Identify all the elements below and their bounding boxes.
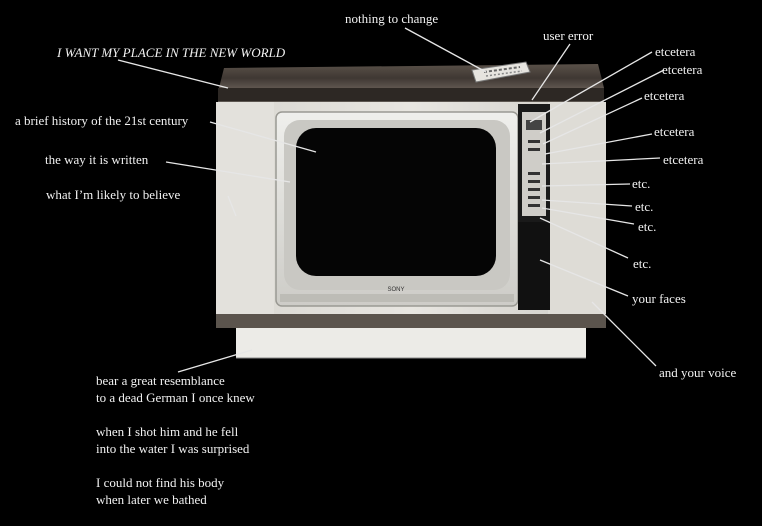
poem-line-3: when I shot him and he fell: [96, 424, 239, 439]
label-etc-3: etc.: [638, 219, 657, 234]
label-nothing-to-change: nothing to change: [345, 11, 439, 26]
label-etcetera-1: etcetera: [655, 44, 696, 59]
label-likely-to-believe: what I’m likely to believe: [46, 187, 181, 202]
poem-line-2: to a dead German I once knew: [96, 390, 255, 405]
poem-line-1: bear a great resemblance: [96, 373, 225, 388]
label-your-faces: your faces: [632, 291, 686, 306]
label-etc-2: etc.: [635, 199, 654, 214]
tv-screen: [296, 128, 496, 276]
tv-base: [216, 314, 606, 359]
poem-line-4: into the water I was surprised: [96, 441, 250, 456]
label-way-it-is-written: the way it is written: [45, 152, 149, 167]
poem-line-6: when later we bathed: [96, 492, 207, 507]
label-want-my-place: I WANT MY PLACE IN THE NEW WORLD: [57, 45, 286, 60]
label-etcetera-5: etcetera: [663, 152, 704, 167]
label-etcetera-4: etcetera: [654, 124, 695, 139]
label-your-voice: and your voice: [659, 365, 737, 380]
poem-text: bear a great resemblance to a dead Germa…: [96, 372, 255, 508]
annotation-lines: [117, 27, 665, 373]
poem-line-5: I could not find his body: [96, 475, 225, 490]
tv-screen-bezel: [275, 111, 519, 307]
tv-control-panel: [518, 104, 550, 310]
label-etc-1: etc.: [632, 176, 651, 191]
label-user-error: user error: [543, 28, 594, 43]
label-brief-history: a brief history of the 21st century: [15, 113, 189, 128]
label-etcetera-2: etcetera: [662, 62, 703, 77]
tv-wooden-top: [218, 64, 604, 103]
remote-control: [471, 61, 531, 83]
label-etc-4: etc.: [633, 256, 652, 271]
tv-brand-logo: SONY: [387, 287, 404, 293]
label-etcetera-3: etcetera: [644, 88, 685, 103]
